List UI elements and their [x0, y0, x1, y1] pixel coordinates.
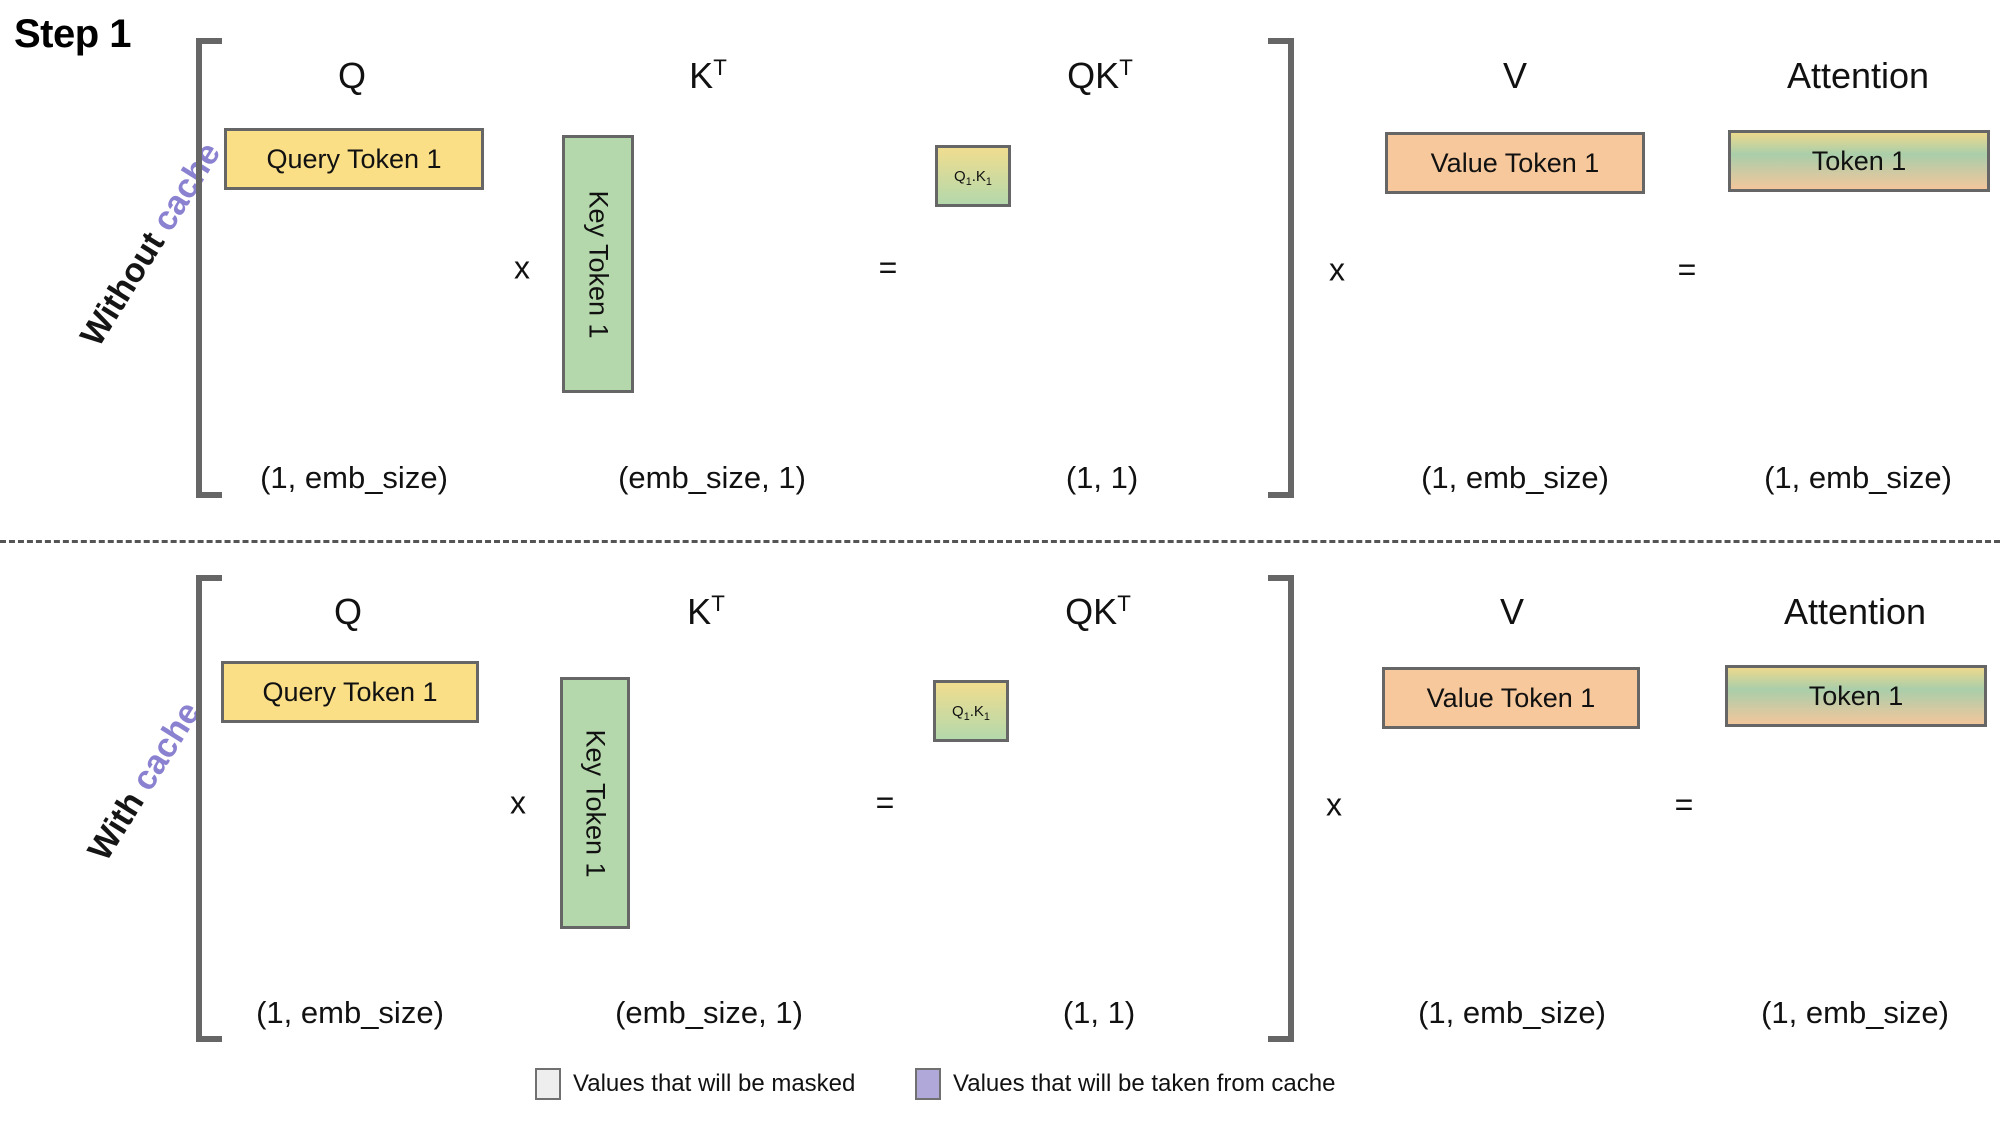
row-label-with-cache: With cache: [81, 695, 209, 868]
operator-multiply-v-row2: x: [1326, 786, 1342, 823]
dim-kt-row1: (emb_size, 1): [618, 460, 806, 495]
matrix-box-label: Q1.K1: [954, 167, 992, 188]
matrix-box-qk-row1: Q1.K1: [935, 145, 1011, 207]
colhead-attention-row2: Attention: [1783, 591, 1927, 632]
colhead-v-row1: V: [1502, 55, 1528, 96]
matrix-box-query-row2: Query Token 1: [221, 661, 479, 723]
legend-swatch-cache-icon: [915, 1068, 941, 1100]
page-title: Step 1: [14, 12, 132, 56]
dim-qkt-row1: (1, 1): [1065, 460, 1139, 495]
colhead-qkt-row1: QKT: [1067, 55, 1133, 96]
matrix-box-label: Value Token 1: [1430, 147, 1600, 178]
operator-equals-qk-row1: =: [878, 249, 898, 286]
dim-qkt-row2: (1, 1): [1062, 995, 1136, 1030]
operator-multiply-qk-row1: x: [514, 249, 530, 286]
colhead-kt-row2: KT: [687, 591, 725, 632]
dim-kt-row2: (emb_size, 1): [615, 995, 803, 1030]
matrix-box-label: Query Token 1: [262, 676, 438, 707]
dim-q-row2: (1, emb_size): [256, 995, 444, 1030]
dim-attention-row2: (1, emb_size): [1761, 995, 1949, 1030]
operator-multiply-qk-row2: x: [510, 784, 526, 821]
bracket-left-row1: [196, 38, 222, 498]
matrix-box-query-row1: Query Token 1: [224, 128, 484, 190]
matrix-box-qk-row2: Q1.K1: [933, 680, 1009, 742]
operator-equals-v-row2: =: [1674, 786, 1694, 823]
section-divider: [0, 540, 2000, 543]
matrix-box-label: Key Token 1: [583, 189, 614, 339]
matrix-box-attention-row2: Token 1: [1725, 665, 1987, 727]
matrix-box-label: Value Token 1: [1426, 682, 1596, 713]
matrix-box-key-row2: Key Token 1: [560, 677, 630, 929]
legend-item-cache: Values that will be taken from cache: [915, 1068, 1335, 1100]
legend-item-masked: Values that will be masked: [535, 1068, 855, 1100]
colhead-v-row2: V: [1499, 591, 1525, 632]
bracket-right-row1: [1268, 38, 1294, 498]
colhead-q-row1: Q: [337, 55, 367, 96]
colhead-attention-row1: Attention: [1786, 55, 1930, 96]
dim-v-row2: (1, emb_size): [1418, 995, 1606, 1030]
dim-v-row1: (1, emb_size): [1421, 460, 1609, 495]
matrix-box-label: Token 1: [1808, 680, 1904, 711]
dim-q-row1: (1, emb_size): [260, 460, 448, 495]
operator-multiply-v-row1: x: [1329, 251, 1345, 288]
legend-label-masked: Values that will be masked: [573, 1070, 856, 1097]
operator-equals-v-row1: =: [1677, 251, 1697, 288]
dim-attention-row1: (1, emb_size): [1764, 460, 1952, 495]
colhead-q-row2: Q: [333, 591, 363, 632]
matrix-box-label: Q1.K1: [952, 702, 990, 723]
row-label-word-1: With: [80, 784, 152, 868]
matrix-box-label: Key Token 1: [580, 728, 611, 878]
matrix-box-label: Token 1: [1811, 145, 1907, 176]
operator-equals-qk-row2: =: [875, 784, 895, 821]
row-label-word-1: Without: [73, 225, 173, 353]
matrix-box-value-row1: Value Token 1: [1385, 132, 1645, 194]
legend-label-cache: Values that will be taken from cache: [953, 1070, 1336, 1097]
matrix-box-value-row2: Value Token 1: [1382, 667, 1640, 729]
legend-swatch-masked-icon: [535, 1068, 561, 1100]
matrix-box-key-row1: Key Token 1: [562, 135, 634, 393]
colhead-kt-row1: KT: [689, 55, 727, 96]
bracket-left-row2: [196, 575, 222, 1042]
matrix-box-attention-row1: Token 1: [1728, 130, 1990, 192]
colhead-qkt-row2: QKT: [1065, 591, 1131, 632]
bracket-right-row2: [1268, 575, 1294, 1042]
matrix-box-label: Query Token 1: [266, 143, 442, 174]
